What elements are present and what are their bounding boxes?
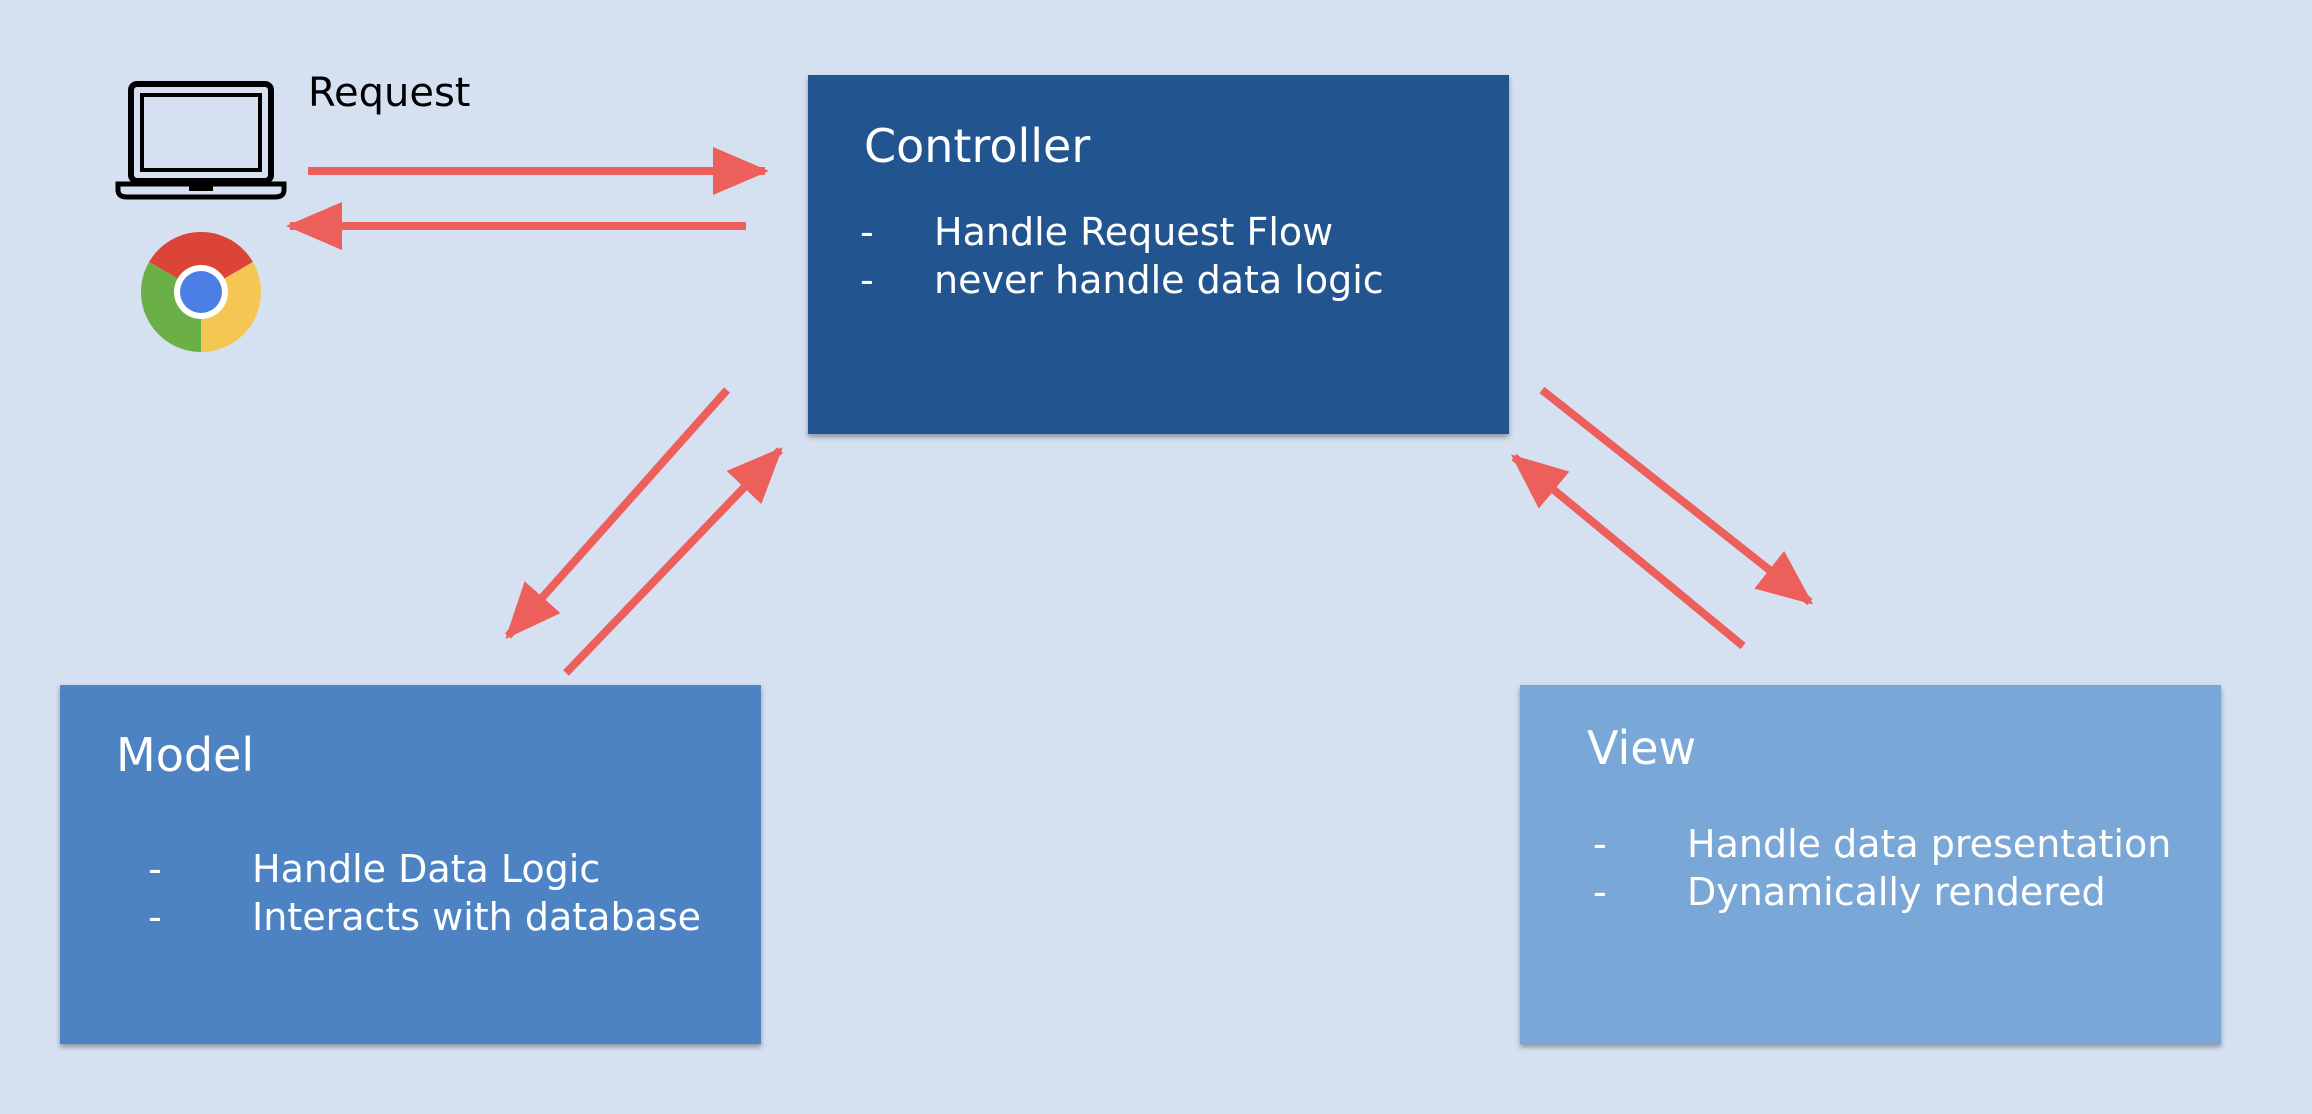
view-box: View - Handle data presentation - Dynamica… [1520, 685, 2221, 1044]
model-box: Model - Handle Data Logic - Interacts with… [60, 685, 761, 1044]
model-bullet-list: - Handle Data Logic - Interacts with datab… [148, 845, 701, 941]
bullet-dash: - [860, 258, 874, 302]
view-bullet: - Dynamically rendered [1593, 868, 2171, 916]
bullet-text: Handle data presentation [1687, 822, 2172, 866]
bullet-text: Handle Request Flow [934, 210, 1334, 254]
arrow-view-to-controller [1510, 453, 1746, 650]
controller-bullet: - Handle Request Flow [860, 208, 1384, 256]
chrome-icon [141, 232, 261, 352]
bullet-dash: - [148, 895, 162, 939]
request-label: Request [308, 70, 471, 116]
controller-title: Controller [864, 119, 1091, 173]
bullet-dash: - [860, 210, 874, 254]
view-title: View [1587, 721, 1697, 775]
model-title: Model [116, 728, 255, 782]
arrow-model-to-controller [563, 447, 783, 676]
controller-bullet: - never handle data logic [860, 256, 1384, 304]
laptop-icon [115, 81, 287, 200]
view-bullet-list: - Handle data presentation - Dynamically r… [1593, 820, 2171, 916]
bullet-text: Handle Data Logic [252, 847, 601, 891]
arrow-controller-to-model [505, 387, 730, 639]
view-bullet: - Handle data presentation [1593, 820, 2171, 868]
model-bullet: - Interacts with database [148, 893, 701, 941]
arrow-controller-to-view [1539, 386, 1814, 606]
bullet-text: Interacts with database [252, 895, 702, 939]
controller-bullet-list: - Handle Request Flow - never handle data … [860, 208, 1384, 304]
bullet-dash: - [1593, 822, 1607, 866]
bullet-text: Dynamically rendered [1687, 870, 2106, 914]
controller-box: Controller - Handle Request Flow - never h… [808, 75, 1509, 434]
model-bullet: - Handle Data Logic [148, 845, 701, 893]
bullet-dash: - [1593, 870, 1607, 914]
bullet-text: never handle data logic [934, 258, 1384, 302]
bullet-dash: - [148, 847, 162, 891]
